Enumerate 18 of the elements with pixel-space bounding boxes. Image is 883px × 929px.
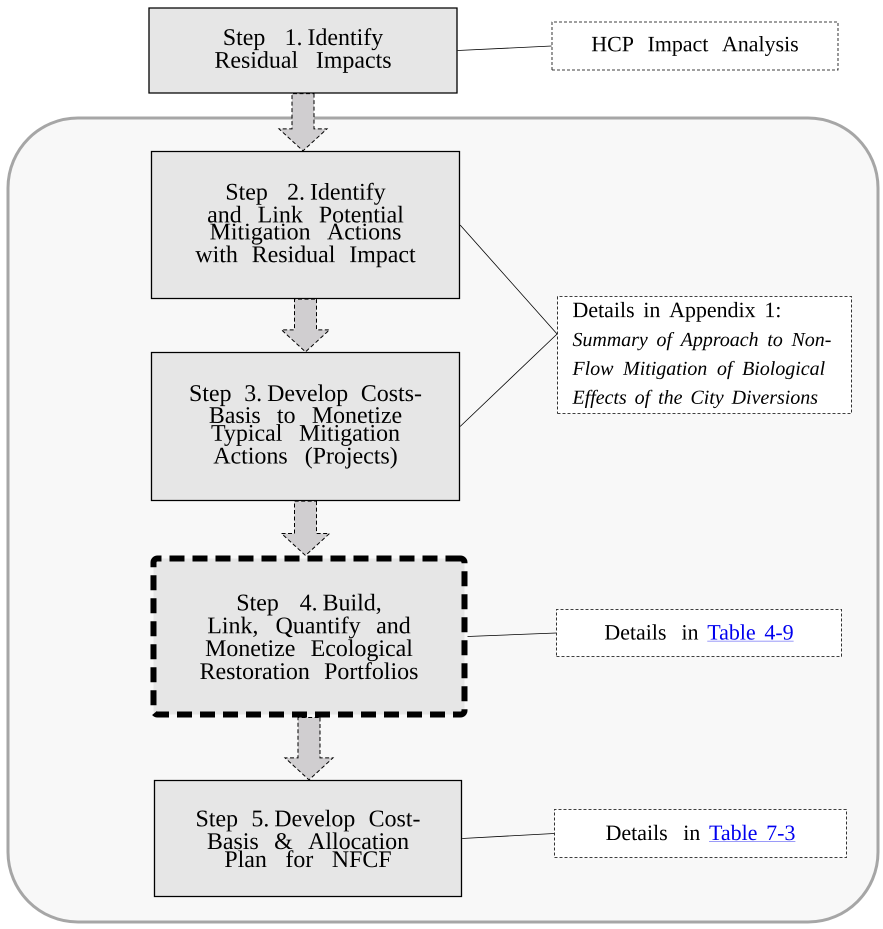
step-box: Step 5. Develop Cost-Basis & Allocation Plan for NFCF xyxy=(154,780,462,898)
block-arrow xyxy=(278,93,328,152)
step-box: Step 1. Identify Residual Impacts xyxy=(148,7,458,94)
step-box: Step 4. Build, Link, Quantify and Monetize Ecological Restoration Portfolios xyxy=(150,556,468,718)
connector-line xyxy=(462,833,554,839)
step-box: Step 2. Identify and Link Potential Mitigation Actions with Residual Impact xyxy=(150,150,460,300)
connector-line xyxy=(457,46,552,51)
block-arrow xyxy=(284,717,334,781)
connector-line xyxy=(467,632,556,637)
block-arrow xyxy=(280,500,331,556)
step-box: Step 3. Develop Costs-Basis to Monetize Typical Mitigation Actions (Projects) xyxy=(150,352,460,502)
connector-line xyxy=(460,224,558,334)
connector-line xyxy=(460,334,558,427)
block-arrow xyxy=(280,298,331,353)
note-box: Details in Appendix 1: Summary of Approach to Non-Flow Mitigation of Biological Effects of the City Diversions xyxy=(557,296,852,414)
note-box: Details in Table 7-3 xyxy=(554,809,847,858)
note-box: HCP Impact Analysis xyxy=(552,22,838,70)
note-box: Details in Table 4-9 xyxy=(556,609,842,657)
